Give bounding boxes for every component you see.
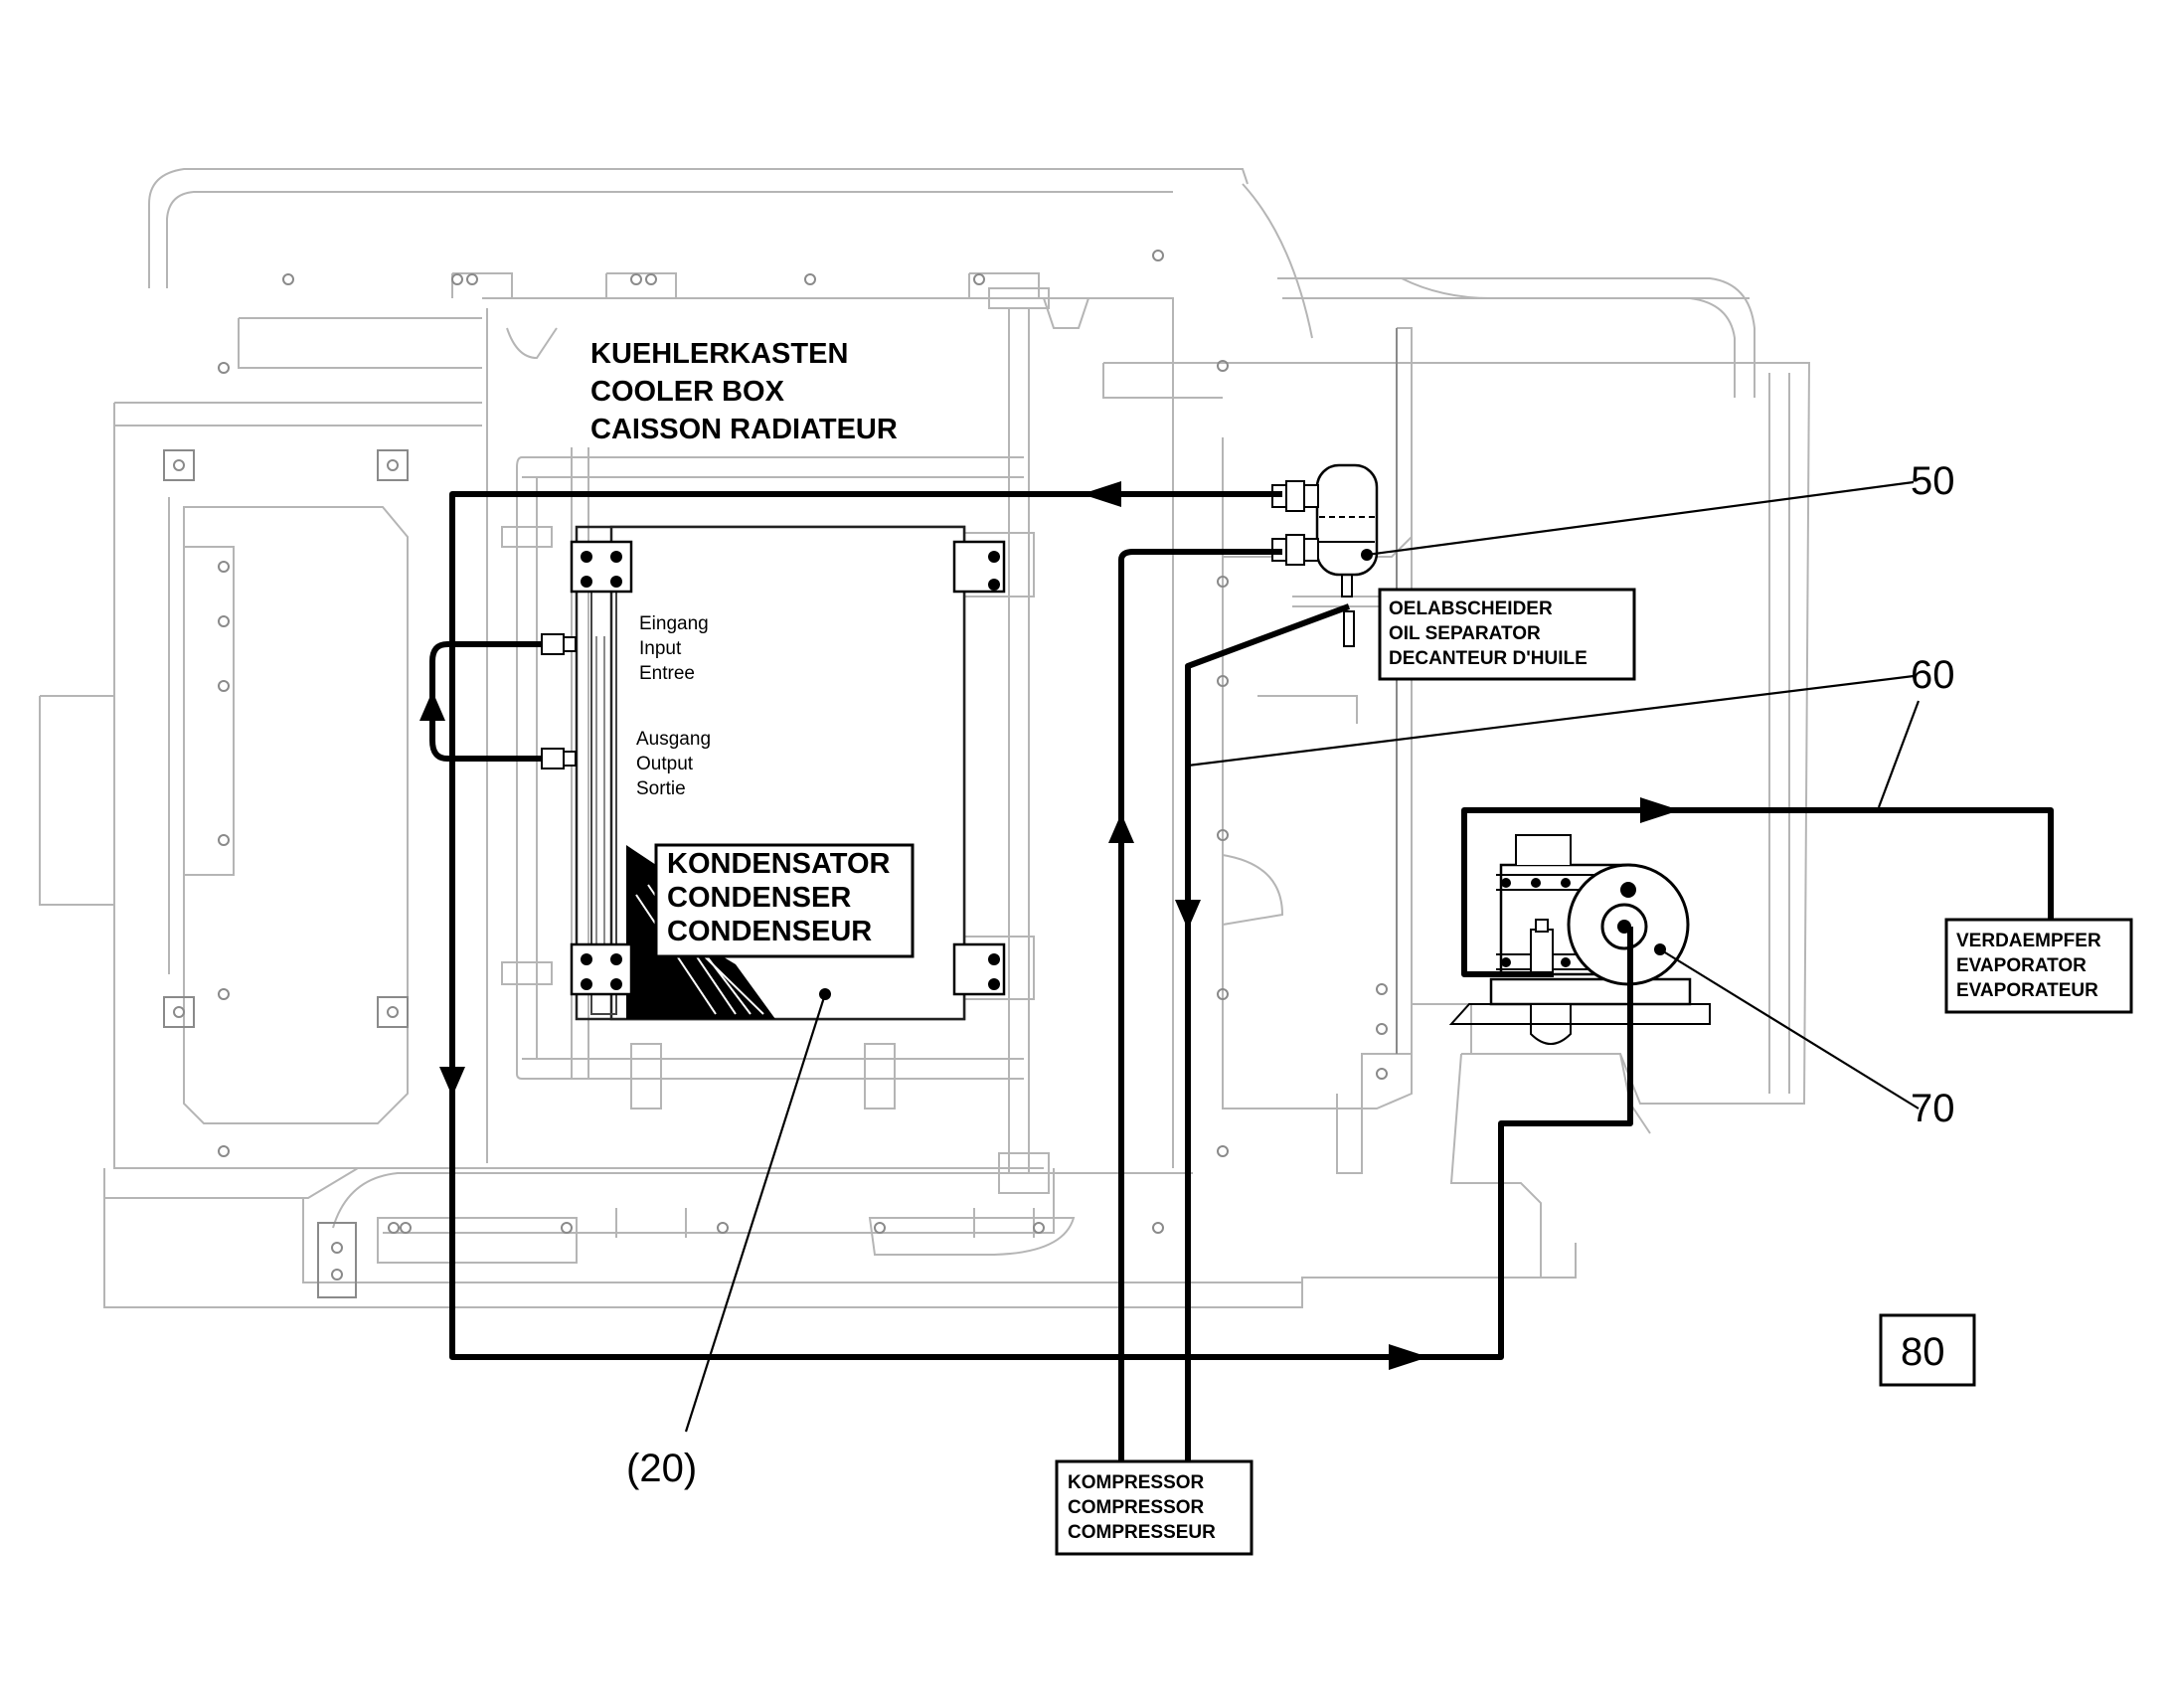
callout-20: (20) [626, 1447, 697, 1490]
oil-separator-component [1271, 328, 1398, 1054]
svg-text:CONDENSEUR: CONDENSEUR [667, 916, 872, 947]
callout-80-box [1879, 1313, 1976, 1387]
svg-text:EVAPORATEUR: EVAPORATEUR [1956, 980, 2098, 1001]
svg-text:CAISSON RADIATEUR: CAISSON RADIATEUR [590, 414, 898, 445]
compressor-label-box: KOMPRESSOR COMPRESSOR COMPRESSEUR [1055, 1459, 1254, 1556]
inlet-label: Eingang Input Entree [639, 613, 709, 684]
oil-separator-label-box: OELABSCHEIDER OIL SEPARATOR DECANTEUR D'… [1378, 588, 1636, 681]
condenser-label-box: KONDENSATOR CONDENSER CONDENSEUR [654, 843, 915, 958]
svg-text:OIL SEPARATOR: OIL SEPARATOR [1389, 623, 1541, 644]
svg-text:Ausgang: Ausgang [636, 729, 711, 750]
svg-text:OELABSCHEIDER: OELABSCHEIDER [1389, 598, 1553, 619]
svg-text:Output: Output [636, 754, 694, 774]
svg-text:Eingang: Eingang [639, 613, 709, 634]
svg-text:Entree: Entree [639, 663, 695, 684]
machine-outline [39, 168, 1811, 1308]
svg-text:KUEHLERKASTEN: KUEHLERKASTEN [590, 338, 848, 370]
callout-70: 70 [1911, 1087, 1955, 1130]
cooler-box-label: KUEHLERKASTEN COOLER BOX CAISSON RADIATE… [590, 338, 898, 445]
svg-text:VERDAEMPFER: VERDAEMPFER [1956, 931, 2101, 951]
svg-text:COMPRESSEUR: COMPRESSEUR [1068, 1522, 1216, 1543]
callout-numbers: 50 60 70 (20) 80 [626, 459, 1976, 1490]
outlet-label: Ausgang Output Sortie [636, 729, 711, 799]
svg-text:KONDENSATOR: KONDENSATOR [667, 848, 891, 880]
refrigerant-pipes [429, 491, 2054, 1461]
svg-text:KOMPRESSOR: KOMPRESSOR [1068, 1472, 1205, 1493]
svg-text:COMPRESSOR: COMPRESSOR [1068, 1497, 1205, 1518]
callout-50: 50 [1911, 459, 1955, 503]
evaporator-label-box: VERDAEMPFER EVAPORATOR EVAPORATEUR [1944, 918, 2133, 1014]
svg-text:DECANTEUR D'HUILE: DECANTEUR D'HUILE [1389, 648, 1588, 669]
svg-text:COOLER BOX: COOLER BOX [590, 376, 785, 408]
callout-80: 80 [1901, 1330, 1945, 1374]
svg-text:Input: Input [639, 638, 682, 659]
callout-60: 60 [1911, 653, 1955, 697]
flow-arrows [419, 481, 1680, 1370]
compressor-unit [1448, 834, 1711, 1045]
svg-text:Sortie: Sortie [636, 778, 686, 799]
svg-text:EVAPORATOR: EVAPORATOR [1956, 955, 2087, 976]
leader-lines [684, 480, 1921, 1433]
svg-text:CONDENSER: CONDENSER [667, 882, 851, 914]
